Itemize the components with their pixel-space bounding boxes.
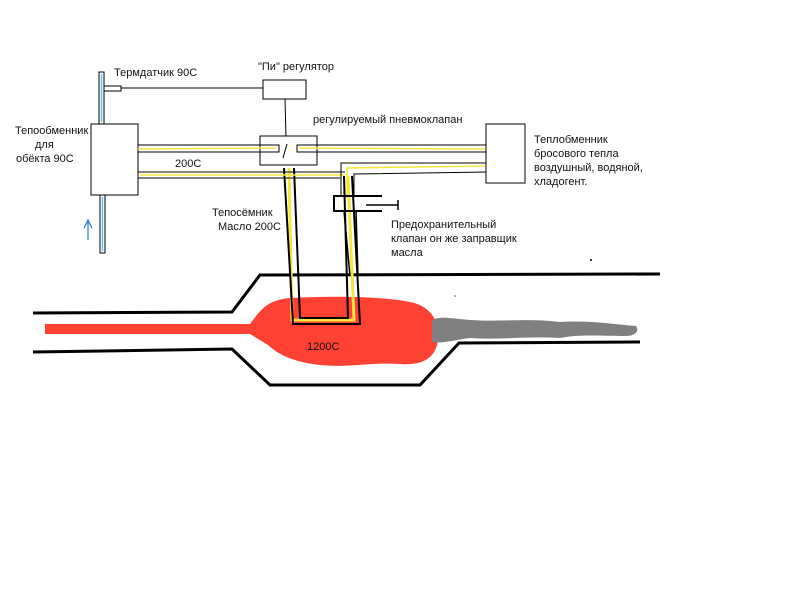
pi-regulator-label: "Пи" регулятор xyxy=(258,61,334,73)
smoke xyxy=(432,317,638,343)
valve-flap xyxy=(282,143,288,159)
flame-temperature-label: 1200С xyxy=(307,341,340,353)
label-line: Тепосёмник xyxy=(212,207,273,219)
label-line: Масло 200С xyxy=(218,221,281,233)
flame xyxy=(45,296,439,366)
pneumo-valve-label: регулируемый пневмоклапан xyxy=(313,114,463,126)
oil-loop-inner xyxy=(293,167,350,319)
flue-tube xyxy=(32,272,661,387)
lower-pipe xyxy=(138,171,345,179)
label-line: клапан он же заправщик xyxy=(391,233,517,245)
label-line: Тепообменник xyxy=(15,125,89,137)
return-pipe xyxy=(340,162,488,198)
thermosensor xyxy=(103,85,263,92)
oil-loop xyxy=(283,167,362,325)
stray-dot xyxy=(454,295,456,297)
label-line: для xyxy=(35,139,54,151)
pneumo-valve xyxy=(259,135,318,166)
upper-pipe xyxy=(137,144,487,153)
temperature-200-label: 200С xyxy=(175,158,202,170)
smoke-trail xyxy=(432,317,638,343)
flame-shape xyxy=(45,296,439,366)
control-wire xyxy=(284,98,287,138)
safety-valve-body xyxy=(333,195,382,212)
object-heat-exchanger xyxy=(90,123,139,196)
flow-arrow-icon xyxy=(83,218,93,240)
thermosensor-probe xyxy=(103,85,122,92)
label-line: Теплобменник xyxy=(534,134,608,146)
pi-regulator xyxy=(262,79,307,100)
flue-tube-lower-wall xyxy=(32,340,641,387)
label-line: бросового тепла xyxy=(534,148,619,160)
thermosensor-label: Термдатчик 90С xyxy=(114,67,198,79)
oil-loop-outer xyxy=(283,167,362,325)
label-line: обёкта 90С xyxy=(16,153,74,165)
label-line: хладогент. xyxy=(534,176,588,188)
label-line: масла xyxy=(391,247,423,259)
oil-loop-yellow xyxy=(287,167,356,322)
label-line: Предохранительный xyxy=(391,219,497,231)
waste-heat-exchanger xyxy=(485,123,526,184)
pneumo-valve-body xyxy=(259,135,318,166)
label-line: воздушный, водяной, xyxy=(534,162,643,174)
flue-tube-upper-wall xyxy=(32,272,661,315)
stray-dot xyxy=(590,259,592,261)
safety-valve xyxy=(333,195,399,277)
